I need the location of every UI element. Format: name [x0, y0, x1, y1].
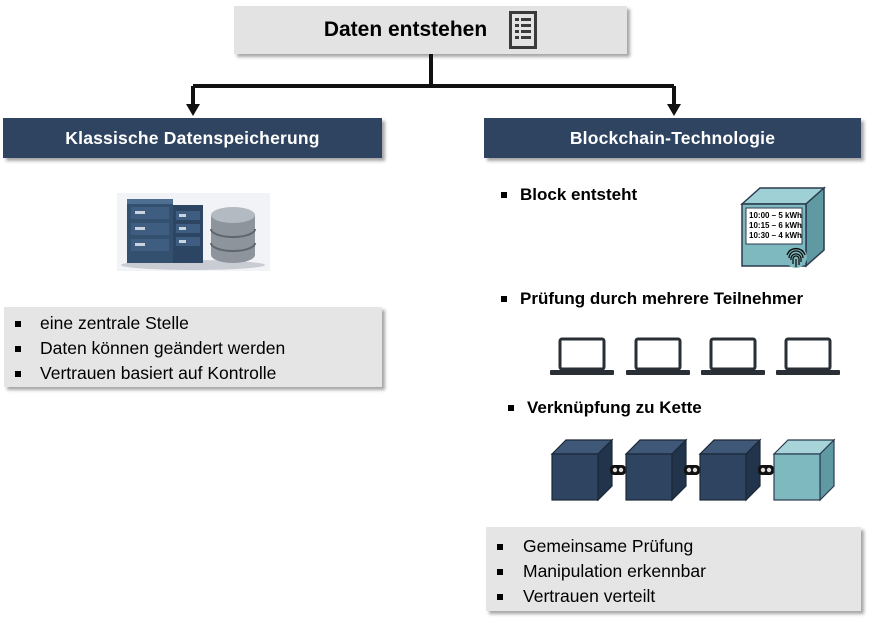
step-block-created: Block entsteht — [500, 185, 637, 205]
fingerprint-icon — [785, 246, 807, 268]
root-title: Daten entstehen — [323, 18, 488, 41]
participants-laptops — [550, 337, 840, 375]
list-item: eine zentrale Stelle — [4, 311, 382, 336]
chain-block — [551, 439, 613, 501]
list-item: Gemeinsame Prüfung — [486, 534, 861, 559]
header-blockchain: Blockchain-Technologie — [484, 118, 861, 158]
server-database-icon — [117, 193, 270, 271]
document-list-icon — [509, 11, 538, 49]
laptop-icon — [550, 337, 614, 375]
chain-link-icon — [610, 465, 626, 475]
list-item: Manipulation erkennbar — [486, 559, 861, 584]
block-line: 10:30 – 4 kWh — [749, 231, 802, 240]
chain-block — [699, 439, 761, 501]
list-item: Vertrauen verteilt — [486, 584, 861, 609]
step-verification: Prüfung durch mehrere Teilnehmer — [500, 289, 803, 309]
laptop-icon — [776, 337, 840, 375]
list-item: Vertrauen basiert auf Kontrolle — [4, 361, 382, 386]
block-chain-icon — [551, 438, 836, 502]
classic-properties-box: eine zentrale Stelle Daten können geände… — [4, 307, 382, 387]
step-chain-link: Verknüpfung zu Kette — [507, 398, 702, 418]
root-node: Daten entstehen — [234, 6, 627, 54]
block-line: 10:15 – 6 kWh — [749, 221, 802, 230]
list-item: Daten können geändert werden — [4, 336, 382, 361]
chain-link-icon — [758, 465, 774, 475]
laptop-icon — [626, 337, 690, 375]
block-line: 10:00 – 5 kWh — [749, 211, 802, 220]
chain-block-new — [772, 438, 836, 502]
laptop-icon — [701, 337, 765, 375]
chain-block — [625, 439, 687, 501]
block-with-fingerprint-icon: 10:00 – 5 kWh 10:15 – 6 kWh 10:30 – 4 kW… — [740, 186, 826, 268]
header-classic: Klassische Datenspeicherung — [3, 118, 382, 158]
tree-connector — [186, 54, 681, 116]
chain-link-icon — [684, 465, 700, 475]
blockchain-properties-box: Gemeinsame Prüfung Manipulation erkennba… — [486, 527, 861, 611]
